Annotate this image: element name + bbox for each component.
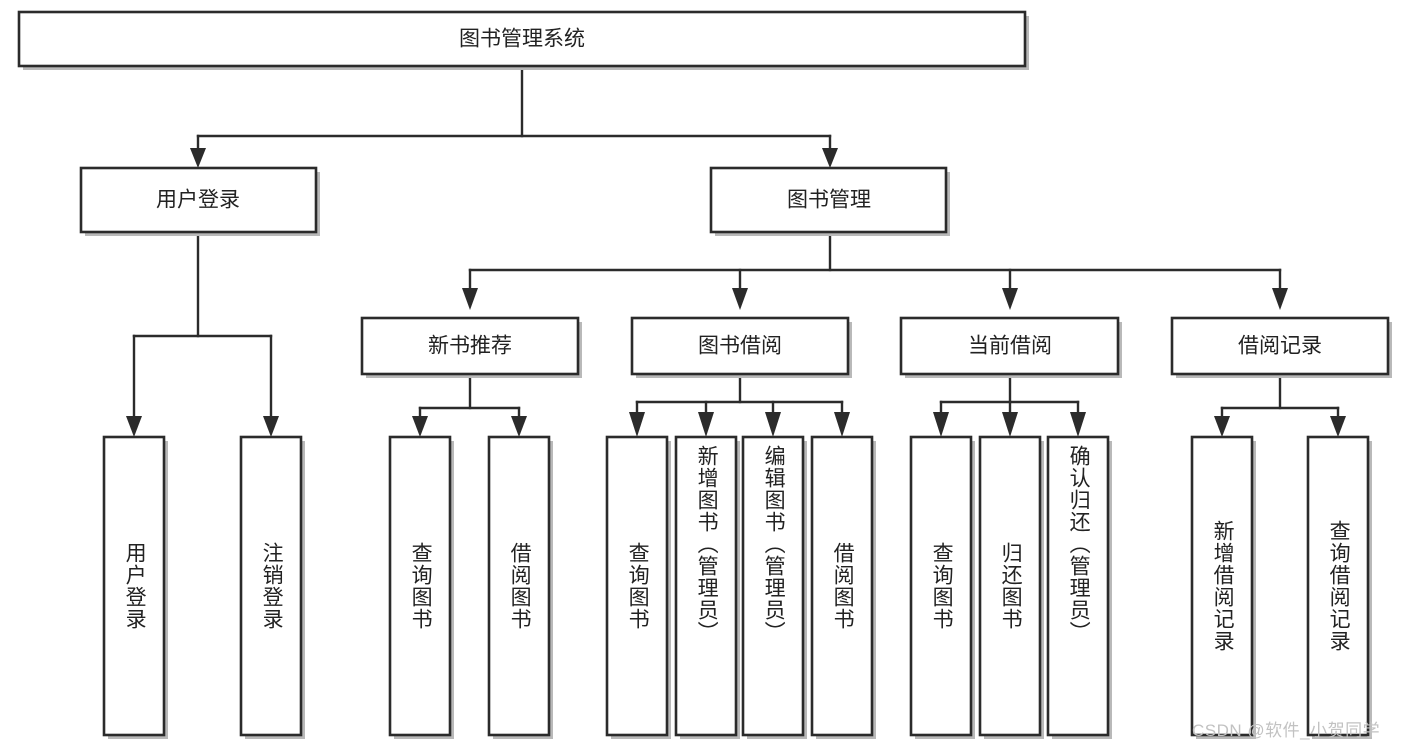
node-box-current-borrow[interactable] bbox=[899, 316, 1120, 376]
leaf-user-login-1[interactable]: 用户登录 bbox=[104, 437, 164, 735]
node-label-current-borrow: 当前借阅 bbox=[968, 335, 1052, 358]
node-box-leaf-book-borrow-1[interactable] bbox=[605, 435, 669, 737]
node-box-book-borrow[interactable] bbox=[630, 316, 850, 376]
leaf-book-borrow-4[interactable]: 借阅图书 bbox=[812, 437, 872, 735]
leaf-label: 注销登录 bbox=[260, 542, 284, 630]
arrow-head-bookborrow-leaf-2 bbox=[698, 412, 714, 437]
leaf-label: 归还图书 bbox=[999, 542, 1023, 630]
node-box-leaf-current-borrow-3[interactable] bbox=[1046, 435, 1110, 737]
edge-layer bbox=[126, 64, 1346, 437]
arrow-head-newbook-leaf-2 bbox=[511, 416, 527, 437]
node-box-root[interactable] bbox=[17, 10, 1027, 68]
arrow-head-level3-4 bbox=[1272, 288, 1288, 310]
node-box-book-manage[interactable] bbox=[709, 166, 948, 234]
node-box-user-login[interactable] bbox=[79, 166, 318, 234]
leaf-label: 借阅图书 bbox=[831, 542, 855, 630]
leaf-label: 借阅图书 bbox=[508, 542, 532, 630]
arrow-head-newbook-leaf-1 bbox=[412, 416, 428, 437]
leaf-label: 查询图书 bbox=[626, 542, 650, 630]
arrow-head-currentborrow-leaf-2 bbox=[1002, 412, 1018, 437]
arrow-head-borrowrecord-leaf-1 bbox=[1214, 416, 1230, 437]
arrow-head-book-manage bbox=[822, 148, 838, 168]
arrow-head-borrowrecord-leaf-2 bbox=[1330, 416, 1346, 437]
leaf-new-book-1[interactable]: 查询图书 bbox=[390, 437, 450, 735]
node-label-new-book: 新书推荐 bbox=[428, 335, 512, 358]
leaf-current-borrow-2[interactable]: 归还图书 bbox=[980, 437, 1040, 735]
leaf-current-borrow-3[interactable]: 确认归还（管理员） bbox=[1048, 437, 1108, 735]
node-box-leaf-current-borrow-2[interactable] bbox=[978, 435, 1042, 737]
arrow-head-userlogin-leaf-2 bbox=[263, 416, 279, 437]
arrow-head-user-login bbox=[190, 148, 206, 168]
node-label-user-login: 用户登录 bbox=[156, 189, 240, 212]
node-box-leaf-book-borrow-4[interactable] bbox=[810, 435, 874, 737]
node-label-book-borrow: 图书借阅 bbox=[698, 335, 782, 358]
leaf-label: 查询图书 bbox=[930, 542, 954, 630]
leaf-borrow-record-2[interactable]: 查询借阅记录 bbox=[1308, 437, 1368, 735]
arrow-head-level3-1 bbox=[462, 288, 478, 310]
node-label-book-manage: 图书管理 bbox=[787, 189, 871, 212]
node-box-leaf-book-borrow-2[interactable] bbox=[674, 435, 738, 737]
arrow-head-bookborrow-leaf-1 bbox=[629, 412, 645, 437]
node-box-leaf-borrow-record-2[interactable] bbox=[1306, 435, 1370, 737]
leaf-current-borrow-1[interactable]: 查询图书 bbox=[911, 437, 971, 735]
arrow-head-userlogin-leaf-1 bbox=[126, 416, 142, 437]
leaf-label: 确认归还（管理员） bbox=[1067, 445, 1091, 643]
leaf-label: 新增图书（管理员） bbox=[695, 445, 719, 643]
leaf-label: 查询图书 bbox=[409, 542, 433, 630]
node-box-leaf-user-login-2[interactable] bbox=[239, 435, 303, 737]
leaf-borrow-record-1[interactable]: 新增借阅记录 bbox=[1192, 437, 1252, 735]
arrow-head-bookborrow-leaf-4 bbox=[834, 412, 850, 437]
leaf-user-login-2[interactable]: 注销登录 bbox=[241, 437, 301, 735]
leaf-label: 用户登录 bbox=[123, 542, 147, 630]
node-label-borrow-record: 借阅记录 bbox=[1238, 335, 1322, 358]
leaf-label: 新增借阅记录 bbox=[1211, 520, 1235, 652]
node-box-layer bbox=[17, 10, 1390, 737]
node-box-leaf-book-borrow-3[interactable] bbox=[741, 435, 805, 737]
csdn-watermark: CSDN @软件_小贺同学 bbox=[1192, 721, 1381, 740]
horizontal-label-layer: 图书管理系统 用户登录 图书管理 新书推荐 图书借阅 当前借阅 借阅记录 bbox=[156, 28, 1322, 358]
node-box-leaf-current-borrow-1[interactable] bbox=[909, 435, 973, 737]
node-box-borrow-record[interactable] bbox=[1170, 316, 1390, 376]
arrow-head-currentborrow-leaf-3 bbox=[1070, 412, 1086, 437]
node-label-root: 图书管理系统 bbox=[459, 28, 585, 51]
leaf-label: 编辑图书（管理员） bbox=[762, 445, 786, 643]
node-box-new-book[interactable] bbox=[360, 316, 580, 376]
node-box-leaf-user-login-1[interactable] bbox=[102, 435, 166, 737]
leaf-book-borrow-3[interactable]: 编辑图书（管理员） bbox=[743, 437, 803, 735]
arrow-head-bookborrow-leaf-3 bbox=[765, 412, 781, 437]
leaf-label: 查询借阅记录 bbox=[1327, 520, 1351, 652]
leaf-book-borrow-1[interactable]: 查询图书 bbox=[607, 437, 667, 735]
leaf-new-book-2[interactable]: 借阅图书 bbox=[489, 437, 549, 735]
node-box-leaf-borrow-record-1[interactable] bbox=[1190, 435, 1254, 737]
node-box-leaf-new-book-2[interactable] bbox=[487, 435, 551, 737]
arrow-head-level3-2 bbox=[732, 288, 748, 310]
arrow-head-currentborrow-leaf-1 bbox=[933, 412, 949, 437]
leaf-book-borrow-2[interactable]: 新增图书（管理员） bbox=[676, 437, 736, 735]
arrow-head-level3-3 bbox=[1002, 288, 1018, 310]
node-box-leaf-new-book-1[interactable] bbox=[388, 435, 452, 737]
